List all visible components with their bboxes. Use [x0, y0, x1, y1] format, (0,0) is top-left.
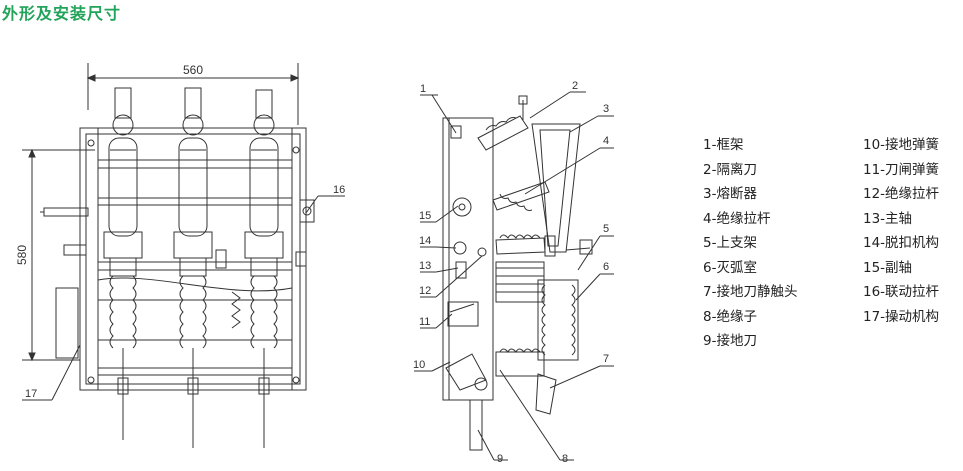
- legend-item: 17-操动机构: [863, 308, 940, 325]
- callout-8: 8: [562, 453, 568, 465]
- legend-item: 5-上支架: [703, 235, 757, 251]
- page-title: 外形及安装尺寸: [2, 4, 122, 23]
- legend-item: 8-绝缘子: [703, 308, 757, 325]
- callout-5: 5: [603, 223, 609, 235]
- legend-item: 12-绝缘拉杆: [863, 186, 940, 202]
- callout-4: 4: [603, 135, 609, 147]
- callout-14: 14: [419, 235, 431, 247]
- callout-16: 16: [333, 184, 345, 196]
- callout-9: 9: [497, 453, 503, 465]
- legend-item: 1-框架: [703, 137, 744, 153]
- pole-2: [173, 87, 213, 448]
- front-view-drawing: [22, 63, 345, 448]
- callout-15: 15: [419, 210, 431, 222]
- width-dimension: 560: [183, 63, 203, 77]
- side-view-drawing: [414, 91, 614, 461]
- callout-6: 6: [603, 261, 609, 273]
- legend-item: 14-脱扣机构: [863, 235, 940, 251]
- callout-7: 7: [603, 353, 609, 365]
- legend-item: 15-副轴: [863, 259, 913, 276]
- legend-item: 13-主轴: [863, 210, 913, 227]
- legend-item: 4-绝缘拉杆: [703, 210, 771, 227]
- callout-3: 3: [603, 103, 609, 115]
- callout-12: 12: [419, 285, 431, 297]
- callout-10: 10: [413, 359, 425, 371]
- legend-item: 9-接地刀: [703, 333, 757, 349]
- pole-3: [244, 89, 284, 448]
- legend-item: 2-隔离刀: [703, 161, 757, 178]
- callout-13: 13: [419, 260, 431, 272]
- height-dimension: 580: [15, 245, 29, 265]
- legend-left-column: 1-框架 2-隔离刀 3-熔断器 4-绝缘拉杆 5-上支架 6-灭弧室 7-接地…: [703, 133, 797, 354]
- callout-17: 17: [25, 388, 37, 400]
- pole-1: [103, 87, 143, 440]
- legend-item: 6-灭弧室: [703, 259, 757, 276]
- legend-item: 3-熔断器: [703, 186, 757, 202]
- legend-item: 7-接地刀静触头: [703, 284, 798, 300]
- legend-item: 16-联动拉杆: [863, 284, 940, 300]
- legend-item: 11-刀闸弹簧: [863, 161, 940, 178]
- callout-11: 11: [419, 316, 430, 328]
- callout-2: 2: [572, 80, 578, 92]
- legend-item: 10-接地弹簧: [863, 137, 940, 153]
- legend-right-column: 10-接地弹簧 11-刀闸弹簧 12-绝缘拉杆 13-主轴 14-脱扣机构 15…: [863, 133, 939, 329]
- callout-1: 1: [420, 83, 426, 95]
